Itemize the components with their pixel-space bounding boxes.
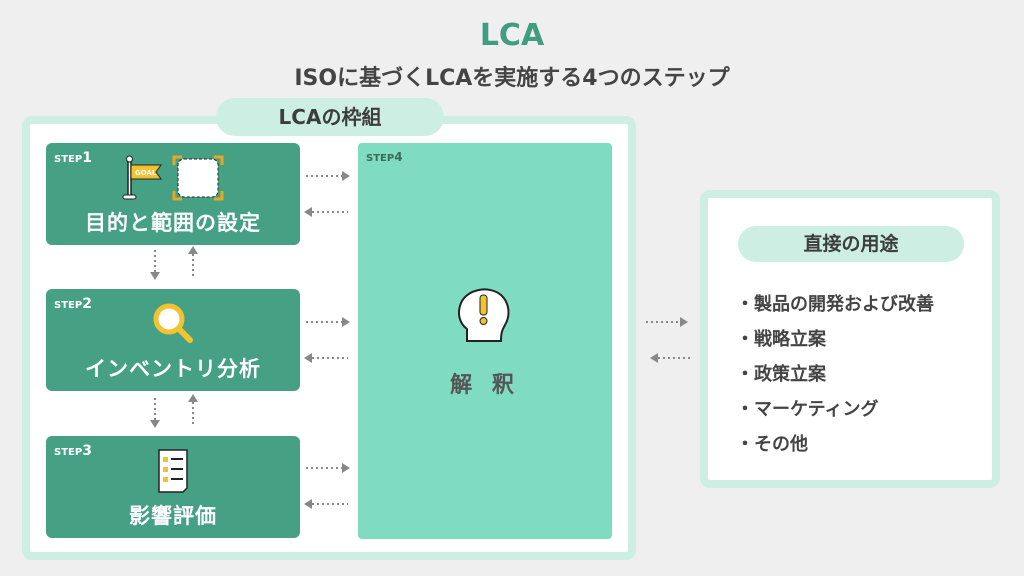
step-4-box: STEP4 解 釈 <box>358 143 612 539</box>
checklist-icon <box>46 448 300 498</box>
step-3-box: STEP3 影響評価 <box>46 436 300 538</box>
step-name: 影響評価 <box>129 504 217 528</box>
step-1-box: STEP1 GOAL 目的と範囲の設定 <box>46 143 300 245</box>
magnifier-icon <box>46 301 300 351</box>
step-label: STEP3 <box>54 443 92 459</box>
svg-text:GOAL: GOAL <box>135 169 157 177</box>
direct-uses-panel: 直接の用途 製品の開発および改善 戦略立案 政策立案 マーケティング その他 <box>700 190 1000 488</box>
list-item: 戦略立案 <box>736 325 934 360</box>
step-label: STEP4 <box>366 150 403 164</box>
step-2-box: STEP2 インベントリ分析 <box>46 289 300 391</box>
list-item: その他 <box>736 430 934 465</box>
step-label: STEP1 <box>54 150 92 166</box>
page-subtitle: ISOに基づくLCAを実施する4つのステップ <box>294 66 730 91</box>
head-exclamation-icon <box>453 283 517 351</box>
uses-list: 製品の開発および改善 戦略立案 政策立案 マーケティング その他 <box>736 290 934 465</box>
goal-flag-and-scope-icon: GOAL <box>46 155 300 205</box>
page-title: LCA <box>479 18 545 53</box>
step-name: 目的と範囲の設定 <box>85 211 261 235</box>
direct-uses-title: 直接の用途 <box>738 226 964 262</box>
list-item: 製品の開発および改善 <box>736 290 934 325</box>
step-label: STEP2 <box>54 296 92 312</box>
framework-label: LCAの枠組 <box>216 98 444 136</box>
step-name: インベントリ分析 <box>85 357 261 381</box>
list-item: 政策立案 <box>736 360 934 395</box>
list-item: マーケティング <box>736 395 934 430</box>
step-name: 解 釈 <box>450 373 520 398</box>
